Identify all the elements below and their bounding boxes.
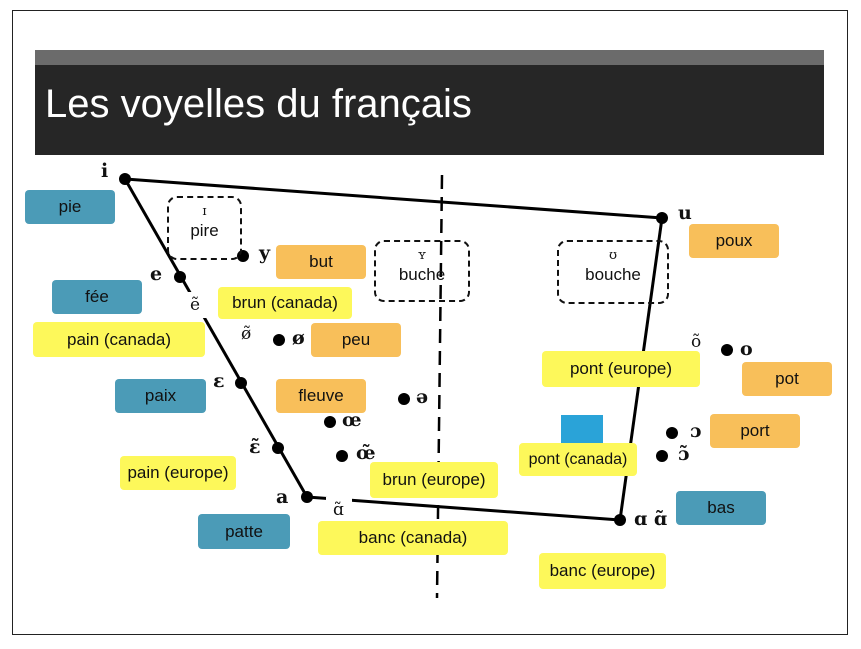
blue-square-marker <box>561 415 603 445</box>
point-a <box>301 491 313 503</box>
slide-frame <box>12 10 848 635</box>
ipa-o: o <box>740 338 753 360</box>
edge-top <box>124 177 663 220</box>
label-pain-canada: pain (canada) <box>33 322 205 357</box>
label-pont-europe: pont (europe) <box>542 351 700 387</box>
label-brun-canada: brun (canada) <box>218 287 352 319</box>
chip-e-nasal <box>182 292 208 318</box>
label-pot: pot <box>742 362 832 396</box>
box-pire-word: pire <box>190 221 219 240</box>
box-pire-symbol: ɪ <box>202 204 207 219</box>
label-fleuve: fleuve <box>276 379 366 413</box>
ipa-e: e <box>150 263 163 285</box>
ipa-i: i <box>101 160 109 182</box>
label-paix: paix <box>115 379 206 413</box>
label-pont-canada: pont (canada) <box>519 443 637 476</box>
box-buche: ʏ buche <box>374 240 470 302</box>
label-pie: pie <box>25 190 115 224</box>
ipa-open-o-nasal: ɔ̃ <box>678 443 690 465</box>
label-but: but <box>276 245 366 279</box>
box-buche-symbol: ʏ <box>417 248 427 263</box>
point-o <box>721 344 733 356</box>
label-fee: fée <box>52 280 142 314</box>
point-schwa <box>398 393 410 405</box>
box-bouche-symbol: ʊ <box>608 248 618 263</box>
label-port: port <box>710 414 800 448</box>
ipa-schwa: ə <box>416 386 429 408</box>
ipa-epsilon: ɛ <box>213 370 225 392</box>
point-epsilon-nasal <box>272 442 284 454</box>
edge-bottom <box>306 495 621 522</box>
label-poux: poux <box>689 224 779 258</box>
box-buche-word: buche <box>398 265 446 284</box>
ipa-o-nasal: õ <box>691 332 702 352</box>
point-oe <box>324 416 336 428</box>
ipa-open-o: ɔ <box>690 420 702 442</box>
label-peu: peu <box>311 323 401 357</box>
point-i <box>119 173 131 185</box>
box-bouche: ʊ bouche <box>557 240 669 304</box>
point-oslash <box>273 334 285 346</box>
ipa-oslash-nasal: ø̃ <box>241 324 252 344</box>
title-accent-bar <box>35 50 824 65</box>
title-bar <box>35 65 824 155</box>
ipa-a-nasal: ɑ̃ <box>333 500 344 520</box>
point-oe-nasal <box>336 450 348 462</box>
ipa-alpha: ɑ ɑ̃ <box>634 508 668 530</box>
ipa-oslash: ø <box>292 327 305 349</box>
point-e <box>174 271 186 283</box>
point-open-o <box>666 427 678 439</box>
slide-title: Les voyelles du français <box>45 82 472 126</box>
ipa-epsilon-nasal: ɛ̃ <box>249 436 261 458</box>
point-open-o-nasal <box>656 450 668 462</box>
label-banc-europe: banc (europe) <box>539 553 666 589</box>
chip-a-nasal <box>326 497 352 523</box>
point-alpha <box>614 514 626 526</box>
label-brun-europe: brun (europe) <box>370 462 498 498</box>
ipa-a: a <box>276 486 289 508</box>
label-patte: patte <box>198 514 290 549</box>
box-bouche-word: bouche <box>585 265 641 284</box>
box-pire: ɪ pire <box>167 196 242 260</box>
label-banc-canada: banc (canada) <box>318 521 508 555</box>
ipa-oe-nasal: œ̃ <box>356 442 376 464</box>
point-epsilon <box>235 377 247 389</box>
label-pain-europe: pain (europe) <box>120 456 236 490</box>
label-bas: bas <box>676 491 766 525</box>
point-u <box>656 212 668 224</box>
ipa-e-nasal: ẽ <box>190 295 201 315</box>
ipa-u: u <box>678 202 692 224</box>
ipa-y: y <box>259 242 271 264</box>
ipa-oe: œ <box>342 409 362 431</box>
